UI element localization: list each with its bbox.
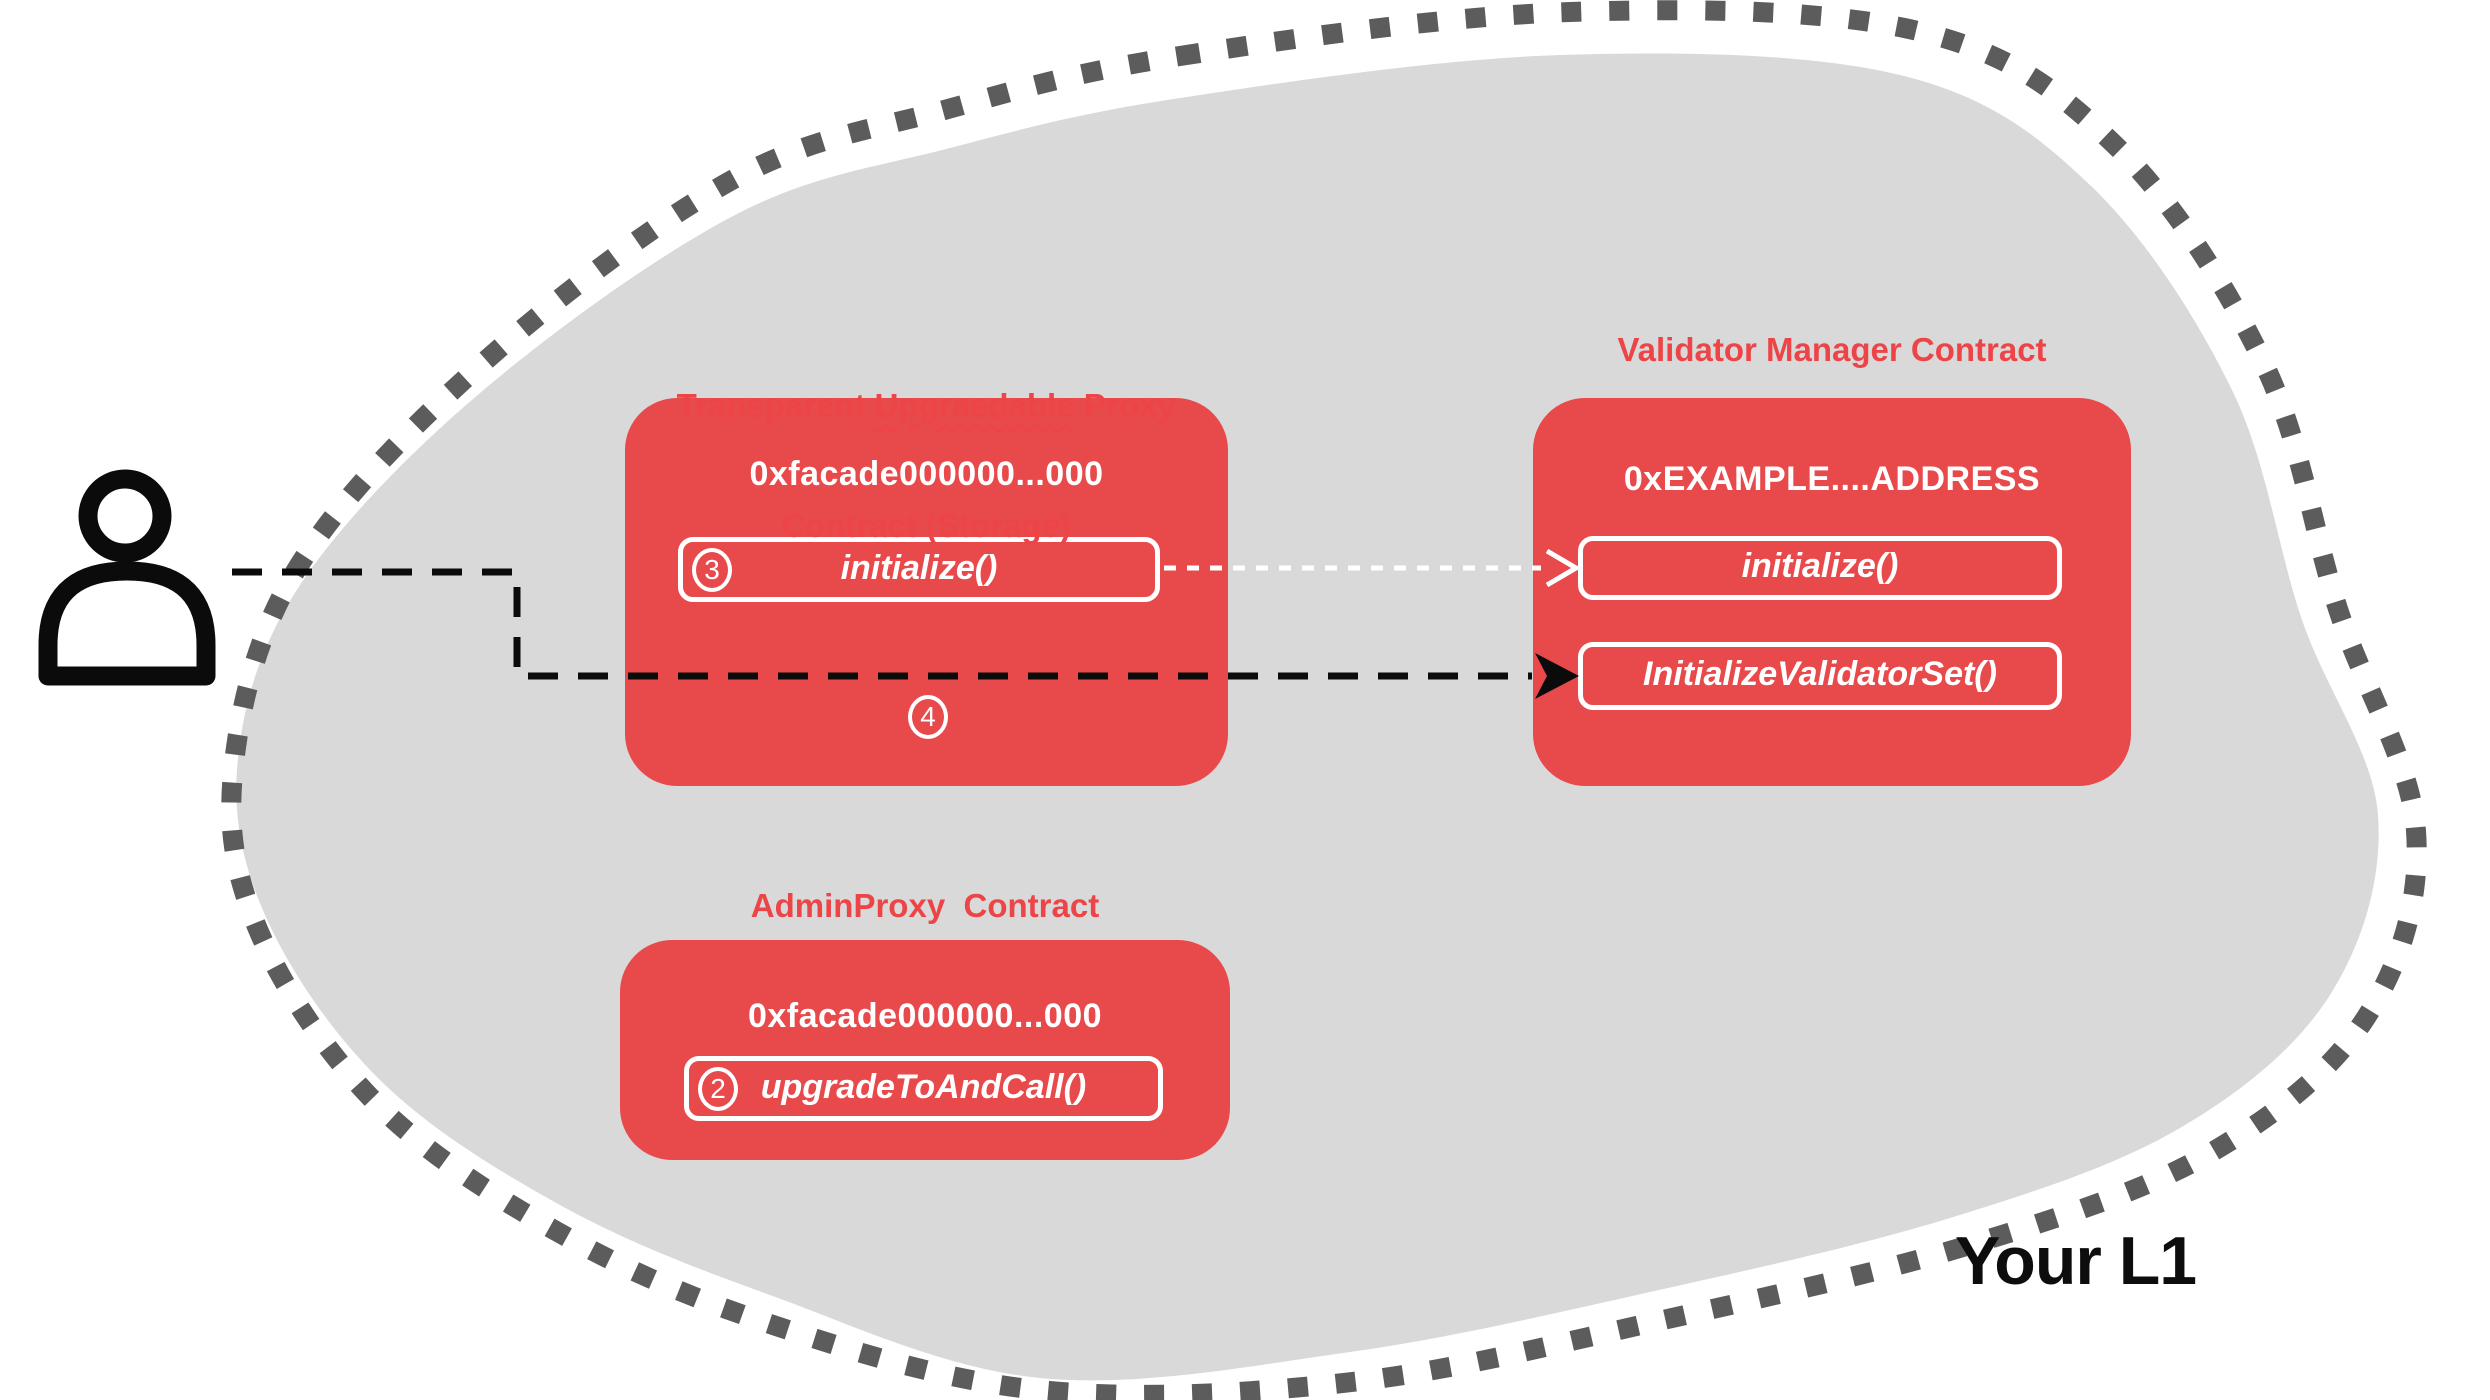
admin-upgrade-to-and-call-method: 2 upgradeToAndCall() [684, 1056, 1163, 1121]
transparent-proxy-title-line2: Contract (Storage) [781, 507, 1071, 544]
validator-manager-contract-box: 0xEXAMPLE....ADDRESS initialize() Initia… [1533, 398, 2131, 786]
admin-proxy-contract-box: 0xfacade000000...000 2 upgradeToAndCall(… [620, 940, 1230, 1160]
transparent-proxy-title-line1: Transparent Upgraedable Proxy [676, 387, 1176, 424]
vmc-initialize-validator-set-method: InitializeValidatorSet() [1578, 642, 2062, 710]
validator-manager-title: Validator Manager Contract [1617, 331, 2047, 368]
step-2-badge: 2 [698, 1066, 738, 1111]
admin-proxy-title: AdminProxy Contract [750, 887, 1100, 924]
admin-proxy-address: 0xfacade000000...000 [747, 997, 1103, 1035]
transparent-proxy-title: Transparent Upgraedable Proxy Contract (… [600, 306, 1252, 626]
vmc-initialize-method: initialize() [1578, 536, 2062, 600]
validator-manager-address: 0xEXAMPLE....ADDRESS [1623, 460, 2041, 498]
your-l1-label: Your L1 [1955, 1223, 2197, 1299]
person-icon [38, 469, 216, 686]
step-4-badge: 4 [908, 695, 948, 739]
misspelled-word: Upgraedable [874, 387, 1075, 424]
